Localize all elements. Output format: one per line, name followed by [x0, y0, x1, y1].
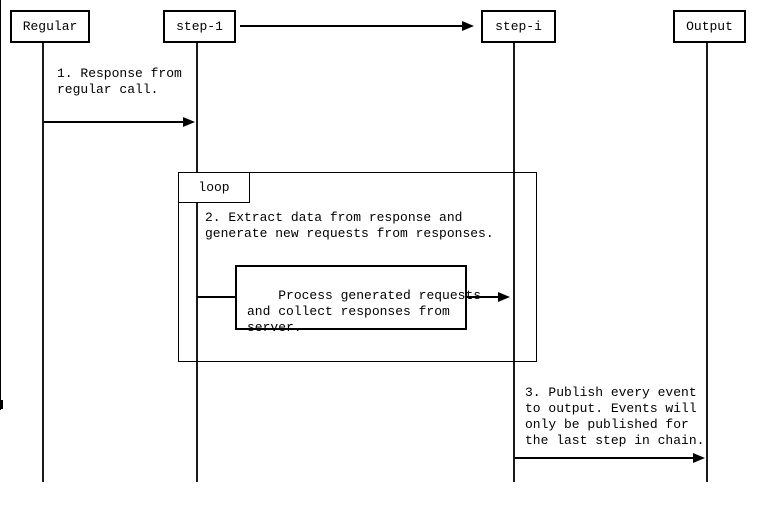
participant-step-i: step-i: [481, 10, 556, 43]
process-in-line: [197, 296, 235, 298]
window-left-edge-notch: [0, 400, 3, 409]
process-out-arrowhead-icon: [498, 292, 510, 302]
loop-frame: [178, 172, 537, 362]
message-3-arrow-line: [515, 457, 693, 459]
message-3-text: 3. Publish every event to output. Events…: [525, 385, 705, 448]
loop-label-box: loop: [178, 172, 250, 203]
chain-arrow-line: [240, 25, 462, 27]
participant-step-1-label: step-1: [176, 19, 223, 34]
participant-output-label: Output: [686, 19, 733, 34]
message-1-arrowhead-icon: [183, 117, 195, 127]
participant-step-i-label: step-i: [495, 19, 542, 34]
message-2-text: 2. Extract data from response and genera…: [205, 210, 494, 241]
lifeline-output: [706, 43, 708, 482]
process-box: Process generated requests and collect r…: [235, 265, 481, 335]
participant-regular: Regular: [10, 10, 90, 43]
message-3-arrowhead-icon: [693, 453, 705, 463]
process-box-text: Process generated requests and collect r…: [247, 288, 482, 335]
lifeline-step-1: [196, 43, 198, 482]
loop-label: loop: [198, 180, 230, 195]
lifeline-regular: [42, 43, 44, 482]
chain-arrowhead-icon: [462, 21, 474, 31]
process-out-arrow-line: [467, 296, 498, 298]
message-1-arrow-line: [44, 121, 183, 123]
message-1-text: 1. Response from regular call.: [57, 66, 182, 97]
window-left-edge-line: [0, 0, 1, 410]
participant-regular-label: Regular: [22, 19, 78, 34]
lifeline-step-i: [513, 43, 515, 482]
participant-step-1: step-1: [163, 10, 236, 43]
participant-output: Output: [673, 10, 746, 43]
